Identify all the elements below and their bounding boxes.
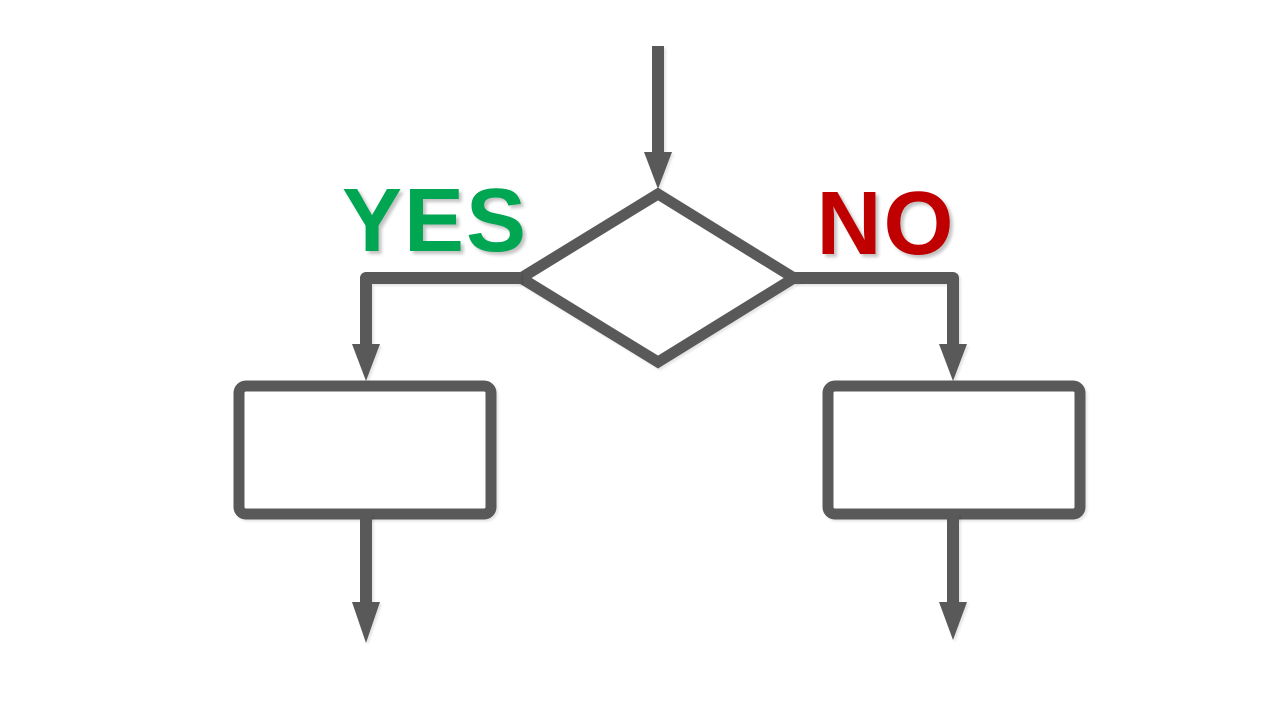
entry-arrowhead-icon <box>644 152 672 189</box>
decision-diamond <box>510 187 805 369</box>
no-branch-arrowhead-icon <box>939 344 967 381</box>
no-process-box <box>822 380 1086 520</box>
yes-branch-arrowhead-icon <box>352 344 380 381</box>
no-label: NO <box>817 174 956 274</box>
no-exit-arrowhead-icon <box>939 602 967 640</box>
yes-branch-connector <box>360 272 521 348</box>
yes-label: YES <box>342 171 528 271</box>
yes-exit-arrowhead-icon <box>352 602 380 643</box>
no-branch-connector <box>794 272 959 348</box>
yes-process-box <box>233 380 497 520</box>
